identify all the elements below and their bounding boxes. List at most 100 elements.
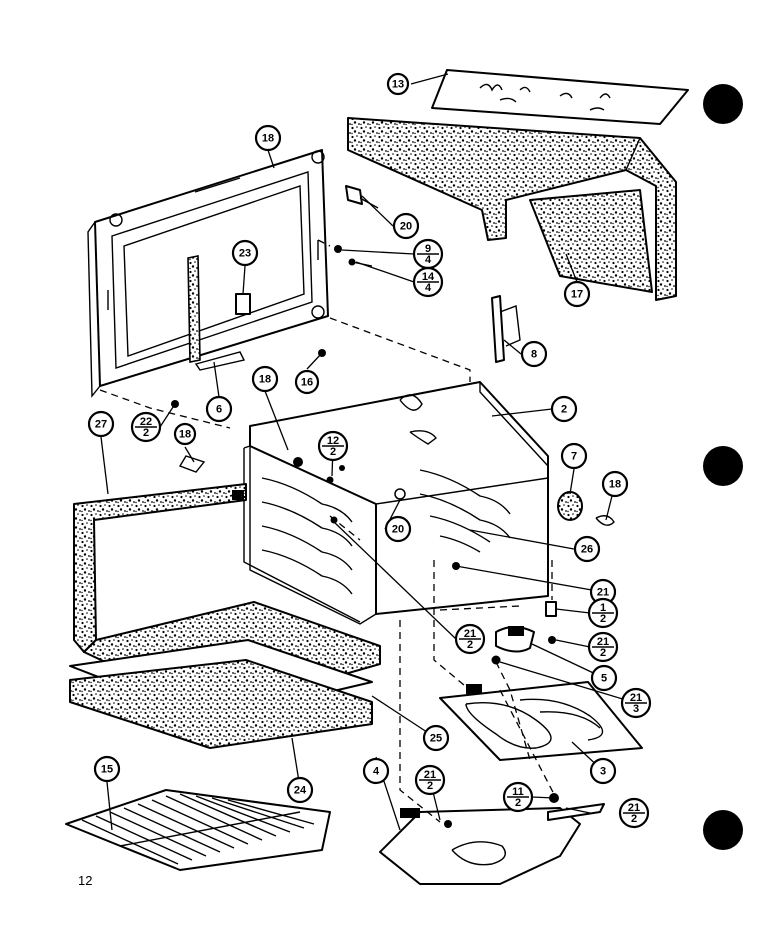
assembly-lines xyxy=(99,239,557,823)
callout-number: 14 xyxy=(422,271,435,283)
callout-21-2: 212 xyxy=(454,623,486,655)
callout-number: 5 xyxy=(601,673,607,685)
leader-lines xyxy=(100,73,637,831)
callout-number: 2 xyxy=(561,404,567,416)
callout-quantity: 2 xyxy=(631,813,637,825)
callout-21-2: 212 xyxy=(587,631,619,663)
callout-18: 18 xyxy=(254,124,282,152)
callout-17: 17 xyxy=(563,280,591,308)
callout-circle xyxy=(573,535,601,563)
callout-18: 18 xyxy=(173,422,197,446)
callout-number: 21 xyxy=(628,802,640,814)
callout-number: 6 xyxy=(216,404,222,416)
callout-quantity: 4 xyxy=(425,254,432,266)
oven-light-part-7 xyxy=(557,491,615,526)
callout-quantity: 4 xyxy=(425,282,432,294)
callout-quantity: 2 xyxy=(143,427,149,439)
callout-16: 16 xyxy=(294,369,320,395)
callout-number: 18 xyxy=(262,133,274,145)
callout-18: 18 xyxy=(601,470,629,498)
callout-circle xyxy=(589,757,617,785)
callout-4: 4 xyxy=(362,757,390,785)
callout-number: 20 xyxy=(400,221,412,233)
callout-26: 26 xyxy=(573,535,601,563)
top-insulation-sheet-part-13 xyxy=(431,69,689,125)
binder-hole-top xyxy=(703,84,743,124)
callout-circle xyxy=(362,757,390,785)
callout-25: 25 xyxy=(422,724,450,752)
oven-bottom-panel-part-4 xyxy=(379,807,581,885)
callout-number: 25 xyxy=(430,733,442,745)
callout-number: 27 xyxy=(95,419,107,431)
callout-circle xyxy=(205,395,233,423)
callout-11-2: 112 xyxy=(502,781,534,813)
callout-number: 13 xyxy=(392,79,404,91)
callout-number: 21 xyxy=(464,628,476,640)
callout-quantity: 2 xyxy=(330,446,336,458)
callout-circle xyxy=(386,72,410,96)
bottom-insulation-part-24 xyxy=(69,659,373,749)
callout-quantity: 2 xyxy=(427,780,433,792)
callout-number: 18 xyxy=(179,429,191,441)
oven-rack-part-15 xyxy=(65,789,331,871)
callout-circle xyxy=(251,365,279,393)
door-frame-part-18 xyxy=(87,149,329,398)
callout-number: 24 xyxy=(294,785,307,797)
callout-number: 16 xyxy=(301,377,313,389)
callout-circle xyxy=(173,422,197,446)
callout-20: 20 xyxy=(392,212,420,240)
binder-hole-middle xyxy=(703,446,743,486)
callout-20: 20 xyxy=(384,515,412,543)
binder-hole-bottom xyxy=(703,810,743,850)
callout-number: 9 xyxy=(425,243,431,255)
callout-1-2: 12 xyxy=(587,597,619,629)
callout-quantity: 2 xyxy=(600,613,606,625)
callout-6: 6 xyxy=(205,395,233,423)
callout-15: 15 xyxy=(93,755,121,783)
callout-21-2: 212 xyxy=(618,797,650,829)
callout-23: 23 xyxy=(231,239,259,267)
callout-circle xyxy=(392,212,420,240)
bracket-part-1 xyxy=(545,601,557,617)
callout-5: 5 xyxy=(590,664,618,692)
callout-7: 7 xyxy=(560,442,588,470)
callout-22-2: 222 xyxy=(130,411,162,443)
callout-number: 3 xyxy=(600,766,606,778)
callout-number: 21 xyxy=(597,587,609,599)
callout-21-2: 212 xyxy=(414,764,446,796)
latch-clip-part-8 xyxy=(491,295,521,363)
callout-number: 21 xyxy=(597,636,609,648)
callout-circle xyxy=(87,410,115,438)
callout-24: 24 xyxy=(286,776,314,804)
callout-circle xyxy=(422,724,450,752)
callout-circle xyxy=(590,664,618,692)
page-number: 12 xyxy=(78,873,93,888)
callout-number: 12 xyxy=(327,435,339,447)
callout-number: 11 xyxy=(512,786,524,798)
callout-number: 15 xyxy=(101,764,113,776)
callout-18: 18 xyxy=(251,365,279,393)
callout-circle xyxy=(520,340,548,368)
callout-number: 20 xyxy=(392,524,404,536)
callout-21-3: 213 xyxy=(620,687,652,719)
callout-number: 21 xyxy=(424,769,436,781)
callout-number: 17 xyxy=(571,289,583,301)
callout-number: 1 xyxy=(600,602,606,614)
callout-circle xyxy=(550,395,578,423)
callout-quantity: 2 xyxy=(600,647,606,659)
callout-quantity: 3 xyxy=(633,703,639,715)
callout-27: 27 xyxy=(87,410,115,438)
callout-circle xyxy=(254,124,282,152)
rod-part-11 xyxy=(547,803,605,821)
callout-circle xyxy=(231,239,259,267)
callout-number: 23 xyxy=(239,248,251,260)
callout-13: 13 xyxy=(386,72,410,96)
bake-burner-part-3 xyxy=(439,681,643,761)
burner-bracket-part-5 xyxy=(495,626,535,653)
callout-circle xyxy=(93,755,121,783)
callout-quantity: 2 xyxy=(467,639,473,651)
oven-wrap-insulation-part-17 xyxy=(347,117,677,301)
callout-circle xyxy=(384,515,412,543)
